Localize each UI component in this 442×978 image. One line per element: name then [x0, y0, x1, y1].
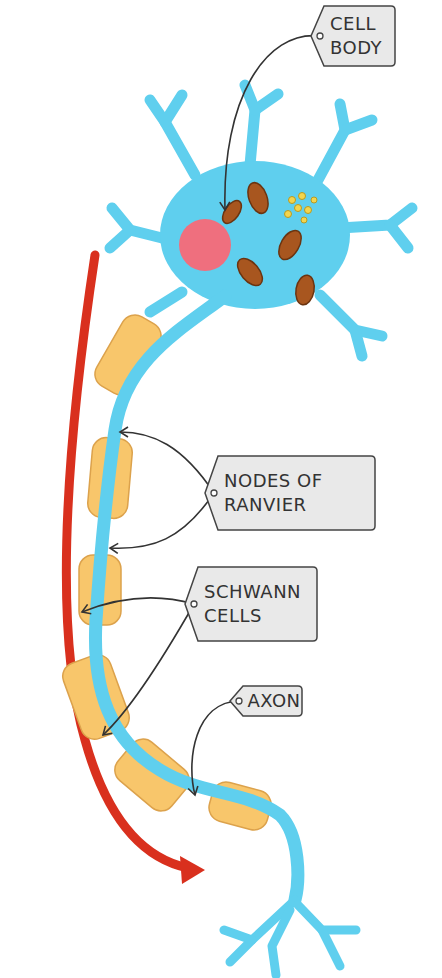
label-tag: NODES OF RANVIER [204, 455, 376, 531]
tag-outline [184, 566, 318, 642]
tag-text: AXON [247, 689, 300, 713]
golgi-vesicles [285, 193, 318, 224]
nucleus [179, 219, 231, 271]
tag-outline [204, 455, 376, 531]
leader-lines [82, 36, 320, 795]
mitochondria [219, 180, 317, 306]
dendrites [110, 85, 412, 356]
tag-text: NODES OF RANVIER [224, 469, 372, 518]
label-tag: AXON [229, 685, 303, 717]
tag-text: SCHWANN CELLS [204, 580, 314, 629]
impulse-arrow [66, 255, 205, 884]
label-tag: SCHWANN CELLS [184, 566, 318, 642]
tag-text: CELL BODY [330, 12, 392, 61]
axon-terminals [224, 900, 356, 975]
label-tag: CELL BODY [310, 5, 396, 67]
cell-body-shape [160, 161, 350, 309]
